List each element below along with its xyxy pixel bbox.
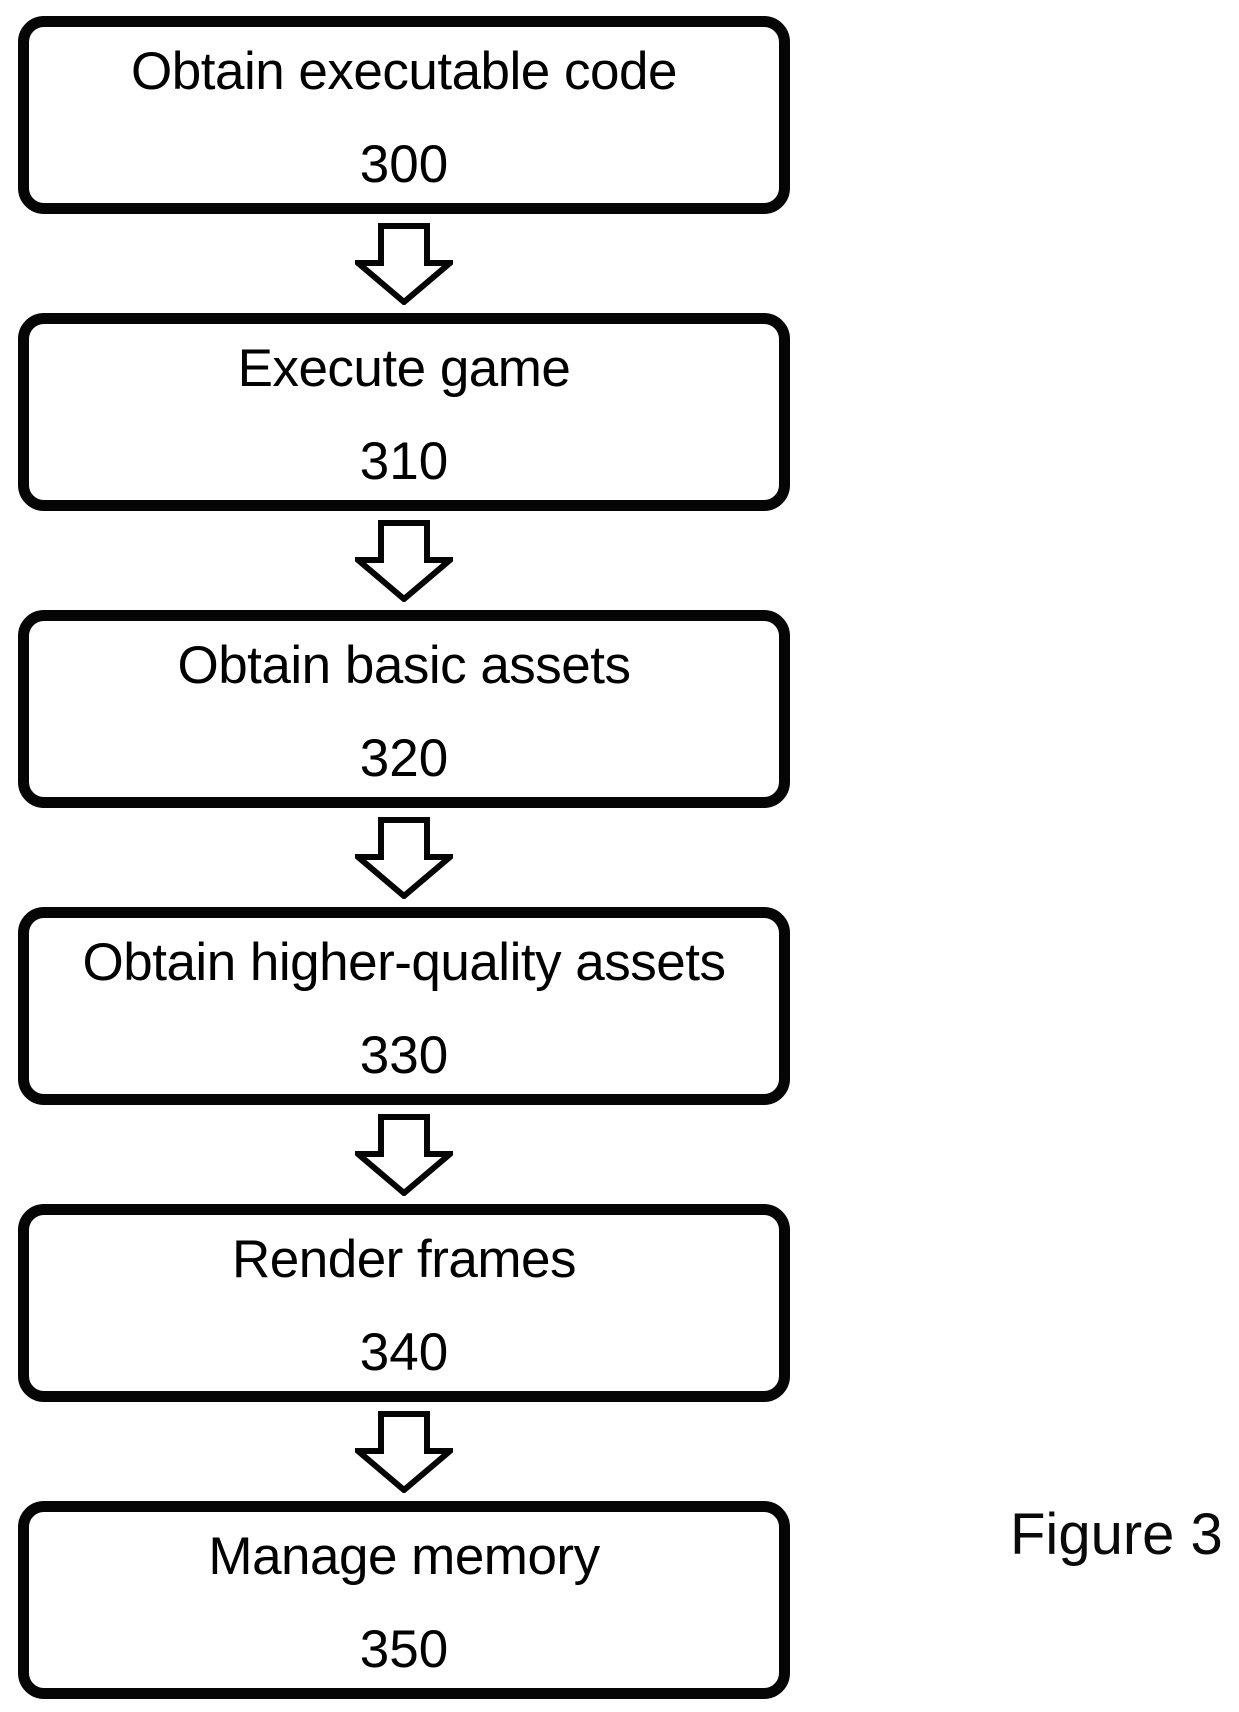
step-label: Obtain higher-quality assets xyxy=(82,933,726,992)
step-label: Obtain basic assets xyxy=(177,636,631,695)
step-ref-number: 320 xyxy=(359,729,449,788)
flow-step-box: Manage memory 350 xyxy=(18,1501,790,1699)
flow-step-box: Obtain executable code 300 xyxy=(18,16,790,214)
step-label: Obtain executable code xyxy=(131,42,677,101)
flow-step-box: Obtain higher-quality assets 330 xyxy=(18,907,790,1105)
step-ref-number: 310 xyxy=(359,432,449,491)
flowchart: Obtain executable code 300 Execute game … xyxy=(18,16,790,1699)
step-ref-number: 340 xyxy=(359,1323,449,1382)
down-arrow-icon xyxy=(18,511,790,610)
flow-step-box: Obtain basic assets 320 xyxy=(18,610,790,808)
step-label: Render frames xyxy=(231,1230,577,1289)
step-ref-number: 300 xyxy=(359,135,449,194)
step-ref-number: 350 xyxy=(359,1620,449,1679)
down-arrow-icon xyxy=(18,808,790,907)
figure-label: Figure 3 xyxy=(1010,1502,1223,1567)
step-label: Execute game xyxy=(237,339,571,398)
flow-step-box: Render frames 340 xyxy=(18,1204,790,1402)
down-arrow-icon xyxy=(18,1402,790,1501)
step-ref-number: 330 xyxy=(359,1026,449,1085)
flow-step-box: Execute game 310 xyxy=(18,313,790,511)
down-arrow-icon xyxy=(18,1105,790,1204)
down-arrow-icon xyxy=(18,214,790,313)
step-label: Manage memory xyxy=(208,1527,600,1586)
